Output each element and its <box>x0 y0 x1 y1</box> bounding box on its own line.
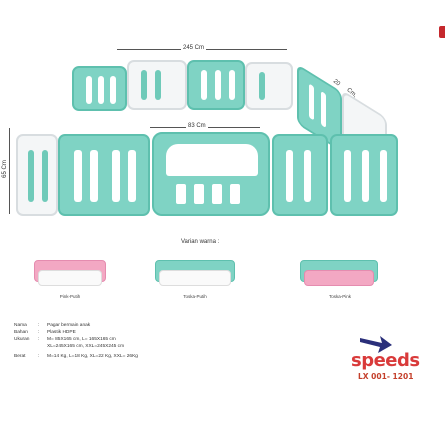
back-panel <box>72 66 127 111</box>
front-panel <box>16 134 58 216</box>
spec-value: M= 85X165 cm, L= 165X165 cm <box>47 337 116 342</box>
edge-badge <box>439 26 445 38</box>
brand-arrow-icon <box>360 336 392 353</box>
variant-label: Toska-Pink <box>328 294 351 299</box>
height-side-line <box>9 128 10 214</box>
front-panel <box>330 134 398 216</box>
front-panel <box>272 134 328 216</box>
front-panel <box>58 134 150 216</box>
product-code: LX 001- 1201 <box>358 372 414 381</box>
spec-value: Pagar bermain anak <box>47 323 91 328</box>
door-panel <box>152 132 270 216</box>
variants-title: Varian warna : <box>181 239 220 245</box>
spec-value: Plastik HDPE <box>47 330 76 335</box>
spec-value: M=14 Kg, L=18 Kg, XL=22 Kg, XXL= 26Kg <box>47 354 138 359</box>
back-panel <box>187 60 245 110</box>
back-panel <box>127 60 187 110</box>
brand-logo: speeds <box>351 350 420 371</box>
variant-toska-pink: Toska-Pink <box>300 254 378 304</box>
spec-value: XL=245X165 cm, XXL=245X245 cm <box>47 344 125 349</box>
variant-pink-white: Pink-Putih <box>34 254 106 304</box>
spec-row: Bahan:Plastik HDPE <box>14 330 76 335</box>
variant-label: Toska-Putih <box>183 294 207 299</box>
variant-label: Pink-Putih <box>59 294 81 299</box>
spec-row: Nama:Pagar bermain anak <box>14 323 91 328</box>
spec-key: Nama <box>14 323 27 328</box>
spec-row: Ukuran:M= 85X165 cm, L= 165X165 cm <box>14 337 116 342</box>
spec-key: Berat <box>14 354 26 359</box>
spec-row: XL=245X165 cm, XXL=245X245 cm <box>14 343 264 350</box>
spec-key: Bahan <box>14 330 28 335</box>
spec-key: Ukuran <box>14 337 30 342</box>
height-side-label: 65 Cm <box>1 158 8 180</box>
spec-row: Berat:M=14 Kg, L=18 Kg, XL=22 Kg, XXL= 2… <box>14 354 138 359</box>
width-top-label: 245 Cm <box>181 45 207 51</box>
width-inner-label: 83 Cm <box>186 123 208 129</box>
spec-list: Nama:Pagar bermain anak Bahan:Plastik HD… <box>14 322 264 360</box>
variant-toska-white: Toska-Putih <box>155 254 235 304</box>
back-panel <box>245 62 293 110</box>
